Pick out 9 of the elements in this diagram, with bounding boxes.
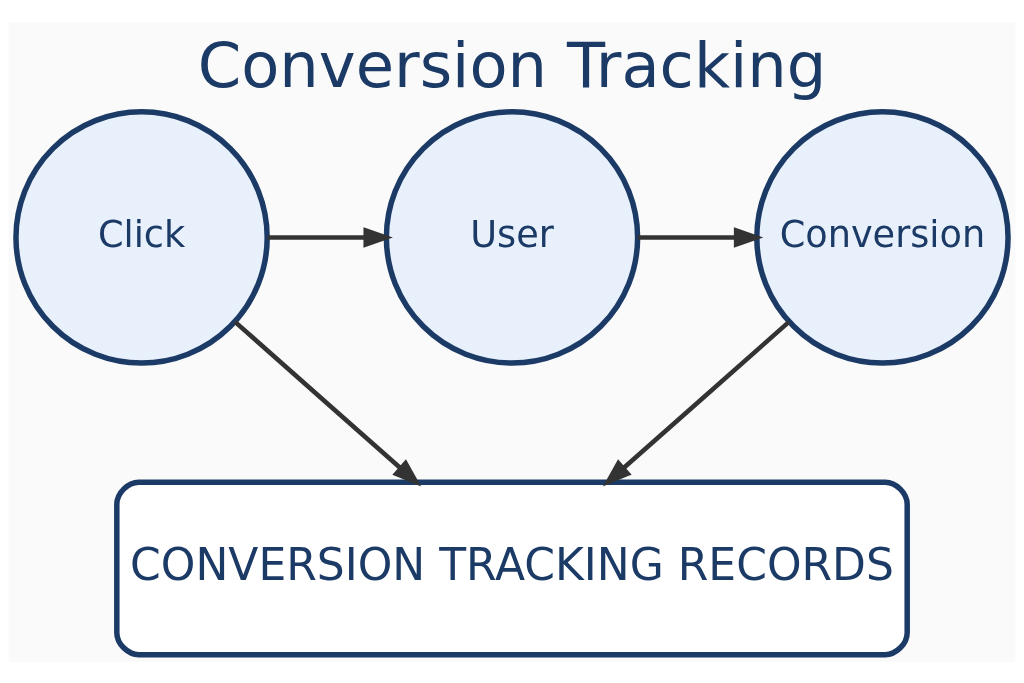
- node-circle: Conversion: [754, 108, 1011, 366]
- arrow: [267, 226, 393, 248]
- arrow: [233, 319, 422, 486]
- arrow: [602, 319, 791, 486]
- node-circle: Click: [13, 108, 270, 366]
- diagram-title: Conversion Tracking: [197, 28, 827, 102]
- node-circle: User: [383, 108, 641, 366]
- node-box: CONVERSION TRACKING RECORDS: [114, 479, 910, 657]
- arrow: [637, 226, 764, 248]
